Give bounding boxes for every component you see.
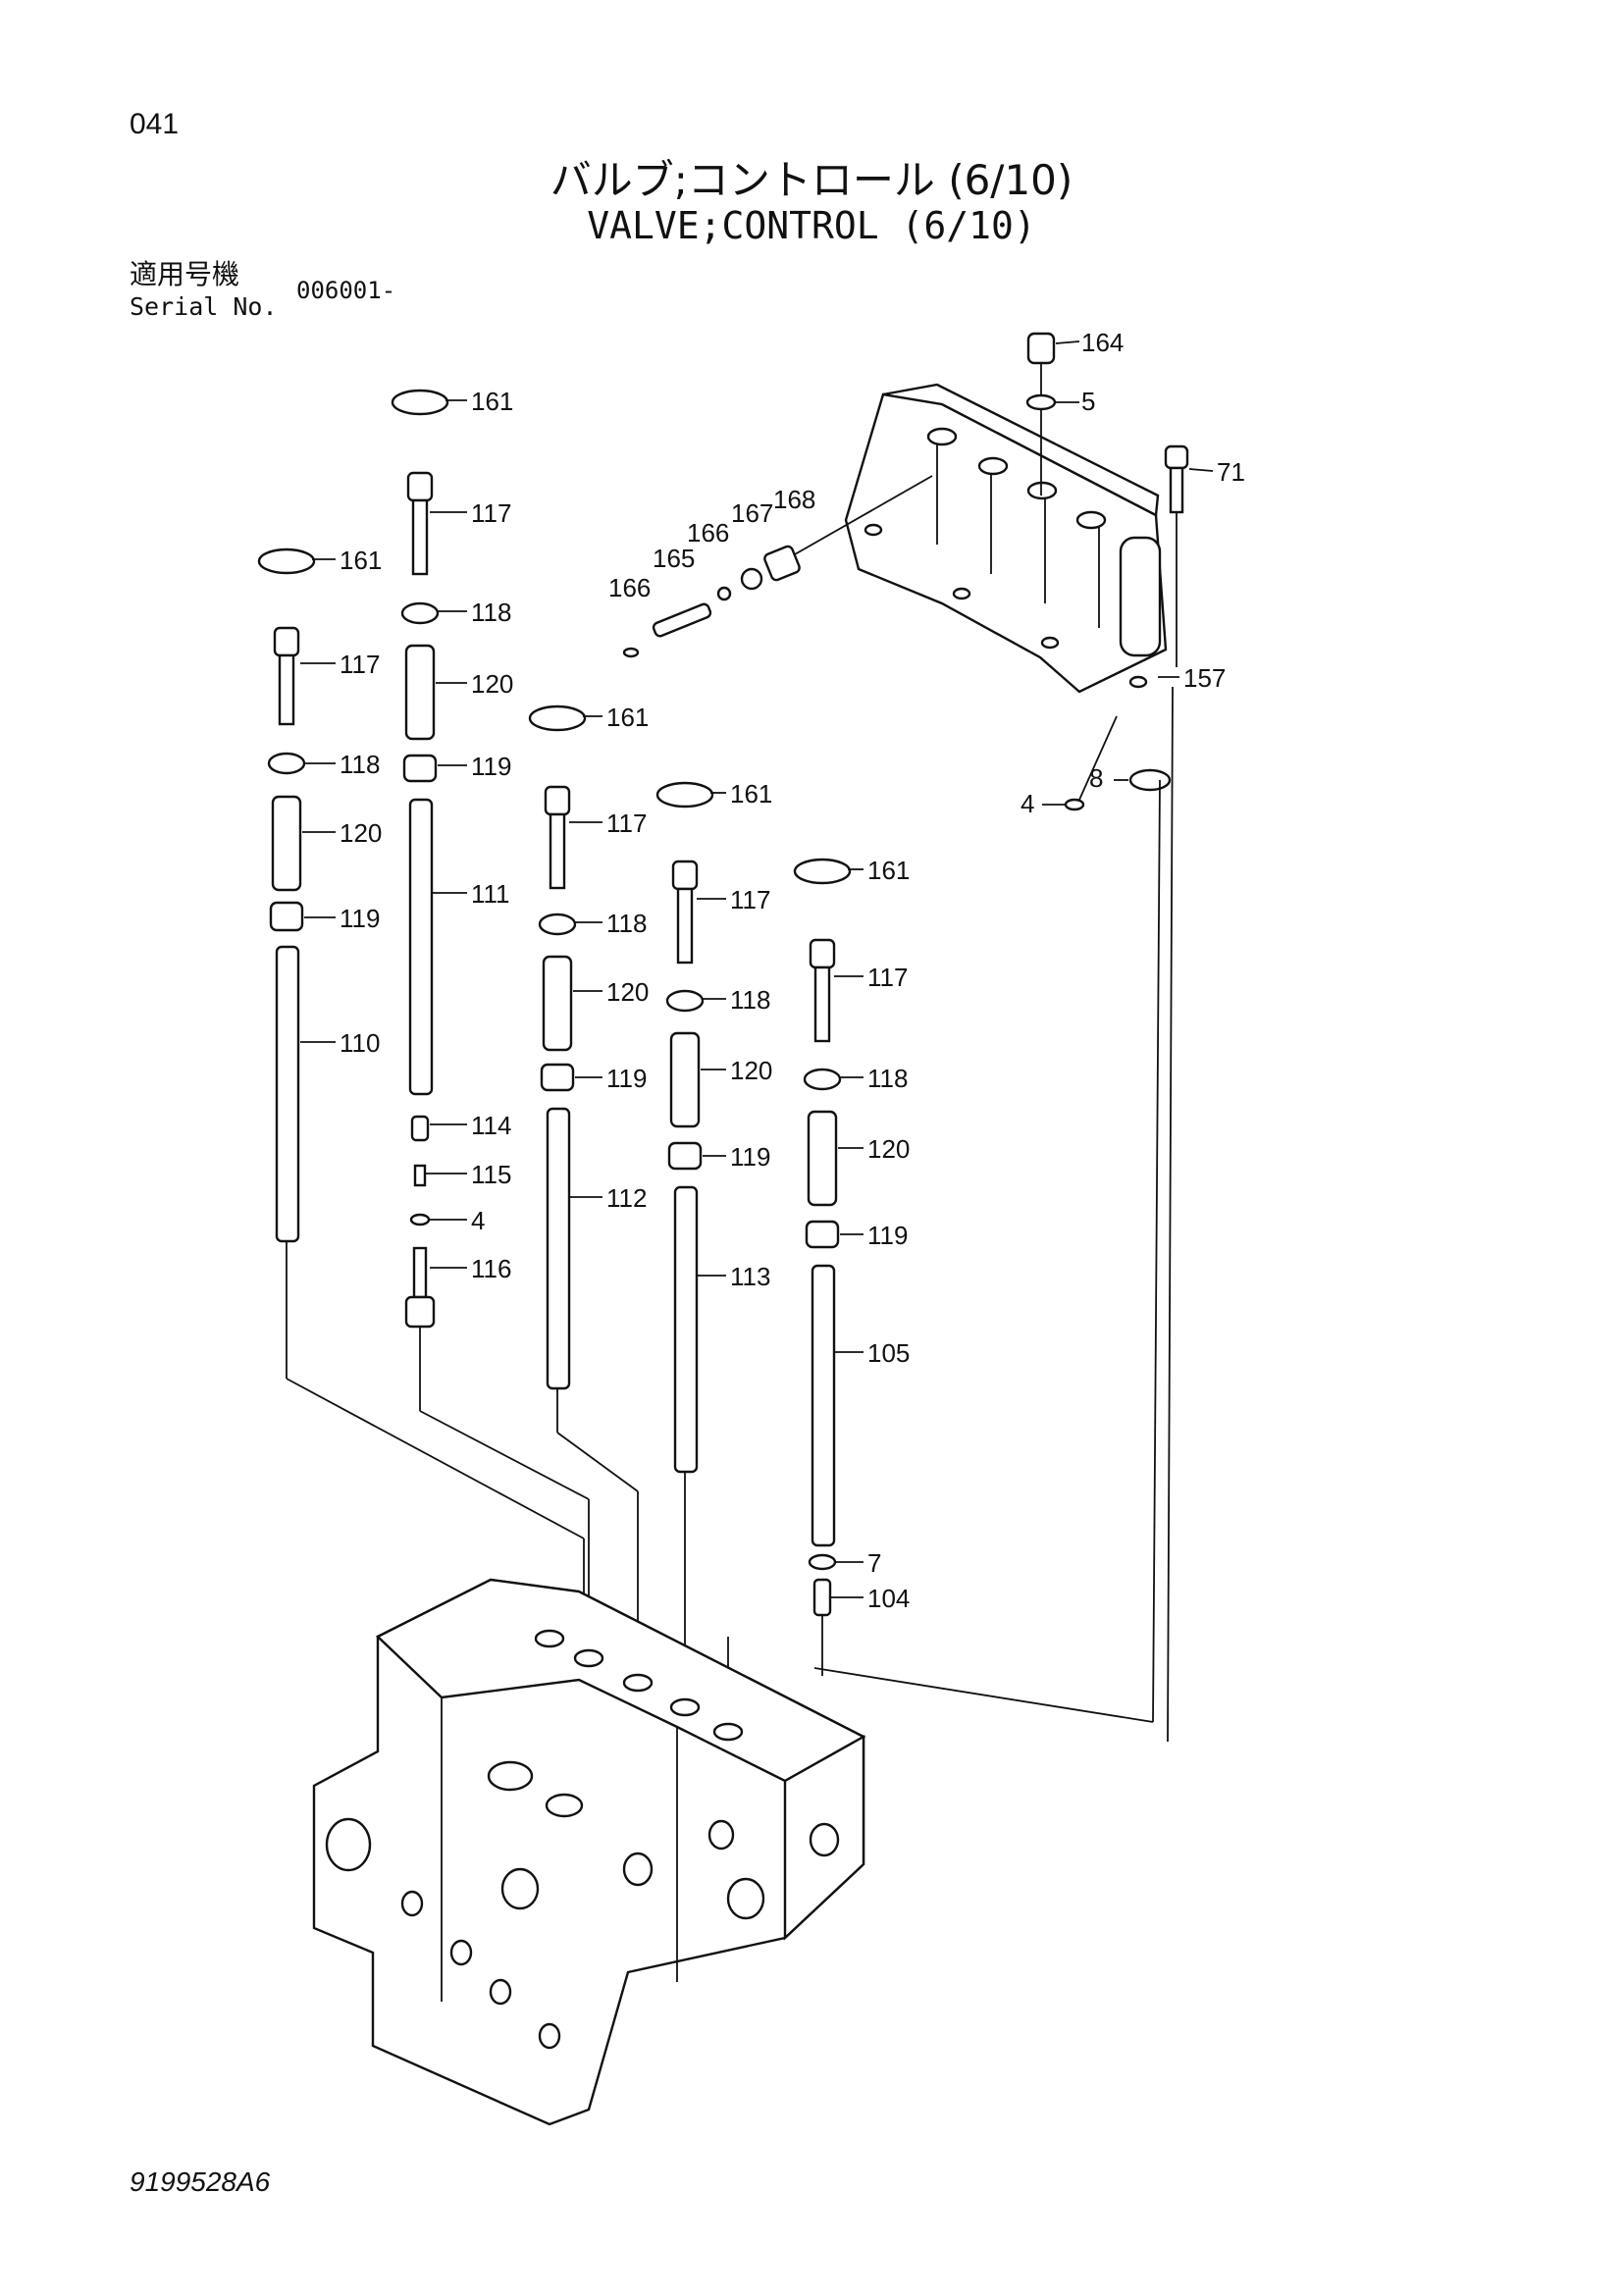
callout-118: 118 bbox=[730, 985, 770, 1015]
callout-118: 118 bbox=[606, 909, 647, 938]
callout-71: 71 bbox=[1217, 457, 1245, 487]
callout-117: 117 bbox=[606, 809, 647, 838]
callout-120: 120 bbox=[867, 1134, 910, 1164]
callout-166: 166 bbox=[687, 518, 729, 548]
callout-116: 116 bbox=[471, 1254, 511, 1283]
serial-label-english: Serial No. bbox=[130, 292, 278, 321]
plug-164 bbox=[1025, 332, 1080, 496]
callout-120: 120 bbox=[471, 669, 513, 699]
callout-4: 4 bbox=[471, 1206, 485, 1235]
callout-114: 114 bbox=[471, 1111, 511, 1140]
callout-120: 120 bbox=[340, 818, 382, 848]
callout-4: 4 bbox=[1021, 789, 1034, 818]
spool-stack-4 bbox=[655, 781, 714, 1688]
callout-161: 161 bbox=[730, 779, 772, 809]
callout-161: 161 bbox=[471, 387, 513, 416]
cover-157 bbox=[844, 383, 1168, 694]
callout-161: 161 bbox=[606, 703, 649, 732]
callout-164: 164 bbox=[1081, 328, 1124, 357]
title-japanese: バルブ;コントロール (6/10) bbox=[550, 156, 1073, 204]
page-number: 041 bbox=[130, 108, 180, 140]
valve-body bbox=[312, 1578, 866, 2126]
callout-117: 117 bbox=[471, 498, 511, 528]
callout-120: 120 bbox=[730, 1056, 772, 1085]
callout-119: 119 bbox=[867, 1221, 908, 1250]
callout-119: 119 bbox=[730, 1142, 770, 1172]
document-code: 9199528A6 bbox=[130, 2166, 271, 2197]
callout-117: 117 bbox=[730, 885, 770, 914]
callout-167: 167 bbox=[731, 498, 773, 528]
callout-165: 165 bbox=[653, 544, 695, 573]
callout-118: 118 bbox=[471, 598, 511, 627]
bolt-71 bbox=[1164, 444, 1214, 667]
title-english: VALVE;CONTROL (6/10) bbox=[587, 204, 1036, 247]
callout-119: 119 bbox=[606, 1064, 647, 1093]
serial-number-value: 006001- bbox=[296, 277, 396, 304]
callout-105: 105 bbox=[867, 1338, 910, 1368]
orings-8-4 bbox=[1042, 676, 1179, 1743]
callout-157: 157 bbox=[1183, 663, 1226, 693]
callout-120: 120 bbox=[606, 977, 649, 1007]
callout-7: 7 bbox=[867, 1548, 881, 1578]
callout-119: 119 bbox=[471, 752, 511, 781]
callout-labels: 164 5 71 157 8 4 168 167 166 165 166 161… bbox=[340, 328, 1245, 1613]
leader-lines bbox=[300, 399, 864, 1598]
spool-stack-2 bbox=[391, 389, 590, 1648]
callout-117: 117 bbox=[340, 650, 380, 679]
callout-166: 166 bbox=[608, 573, 651, 602]
callout-115: 115 bbox=[471, 1160, 511, 1189]
spool-stack-3 bbox=[528, 704, 639, 1668]
callout-5: 5 bbox=[1081, 387, 1095, 416]
callout-110: 110 bbox=[340, 1028, 380, 1058]
callout-111: 111 bbox=[471, 879, 510, 909]
callout-113: 113 bbox=[730, 1262, 770, 1291]
small-parts-165-168 bbox=[622, 475, 933, 658]
callout-117: 117 bbox=[867, 963, 908, 992]
callout-104: 104 bbox=[867, 1584, 910, 1613]
callout-161: 161 bbox=[340, 546, 382, 575]
spool-stack-5 bbox=[727, 858, 1154, 1723]
serial-label-japanese: 適用号機 bbox=[130, 258, 240, 290]
callout-118: 118 bbox=[867, 1064, 908, 1093]
callout-118: 118 bbox=[340, 750, 380, 779]
callout-8: 8 bbox=[1089, 763, 1103, 793]
callout-161: 161 bbox=[867, 856, 910, 885]
spool-stack-1 bbox=[257, 548, 585, 1629]
callout-119: 119 bbox=[340, 904, 380, 933]
callout-112: 112 bbox=[606, 1183, 647, 1213]
callout-168: 168 bbox=[773, 485, 815, 514]
